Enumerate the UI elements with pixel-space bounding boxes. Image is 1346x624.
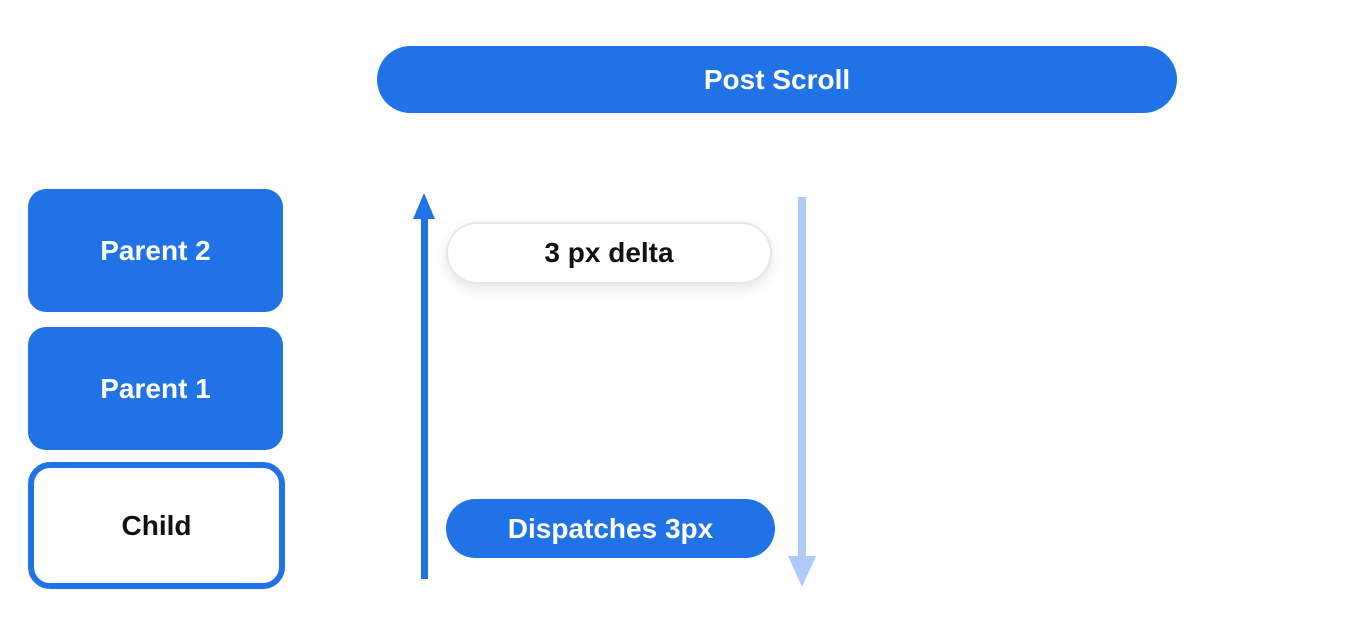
node-child: Child: [28, 462, 285, 589]
post-scroll-pill: Post Scroll: [377, 46, 1177, 113]
node-child-label: Child: [121, 509, 192, 541]
up-arrow-icon: [410, 193, 439, 586]
node-parent-2-label: Parent 2: [100, 234, 211, 266]
down-arrow-icon: [786, 197, 816, 590]
post-scroll-label: Post Scroll: [703, 63, 851, 95]
up-arrow-head: [413, 193, 435, 219]
dispatches-label: Dispatches 3px: [507, 512, 714, 544]
node-parent-2: Parent 2: [28, 189, 283, 312]
up-arrow-shaft: [421, 217, 428, 579]
down-arrow-head: [788, 556, 816, 587]
node-parent-1: Parent 1: [28, 327, 283, 450]
down-arrow-shaft: [798, 197, 806, 558]
node-parent-1-label: Parent 1: [100, 372, 211, 404]
delta-pill: 3 px delta: [446, 222, 772, 284]
delta-label: 3 px delta: [544, 237, 674, 268]
dispatches-pill: Dispatches 3px: [446, 499, 775, 558]
